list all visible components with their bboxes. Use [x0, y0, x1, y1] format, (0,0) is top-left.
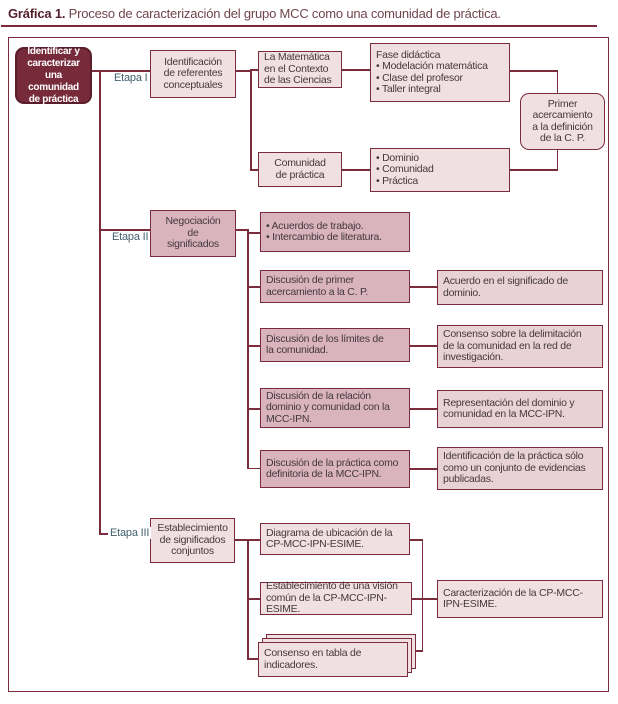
stage-label-etapa-1: Etapa I: [112, 72, 150, 84]
connector-line: [410, 539, 423, 541]
figure-label: Gráfica 1.: [8, 6, 66, 21]
connector-line: [510, 70, 558, 72]
node-dominio-comunidad-practica: • Dominio • Comunidad • Práctica: [370, 148, 510, 192]
node-consenso-tabla: Consenso en tabla de indicadores.: [258, 642, 408, 677]
connector-line: [247, 286, 260, 288]
connector-line: [250, 169, 258, 171]
node-caracterizacion-cp: Caracterización de la CP-MCC- IPN-ESIME.: [437, 580, 603, 618]
node-comunidad-practica: Comunidad de práctica: [258, 152, 342, 187]
connector-line: [342, 169, 370, 171]
connector-line: [412, 598, 437, 600]
connector-line: [235, 539, 247, 541]
connector-line: [99, 229, 150, 231]
node-matematica-contexto: La Matemática en el Contexto de las Cien…: [258, 51, 342, 88]
connector-line: [410, 345, 437, 347]
connector-line: [247, 408, 260, 410]
node-diagrama-ubicacion: Diagrama de ubicación de la CP-MCC-IPN-E…: [260, 523, 410, 555]
title-rule: [1, 25, 597, 27]
node-identificacion-referentes: Identificación de referentes conceptuale…: [150, 50, 236, 98]
node-identificacion-practica: Identificación de la práctica sólo como …: [437, 447, 603, 490]
stage-label-etapa-2: Etapa II: [110, 231, 151, 243]
connector-line: [421, 539, 423, 651]
node-discusion-primer-acercamiento: Discusión de primer acercamiento a la C.…: [260, 270, 410, 303]
connector-line: [250, 69, 258, 71]
node-identificar-caracterizar: Identificar y caracterizar una comunidad…: [15, 46, 92, 105]
node-discusion-practica: Discusión de la práctica como definitori…: [260, 450, 410, 488]
connector-line: [250, 69, 252, 170]
connector-line: [410, 408, 437, 410]
node-negociacion-significados: Negociación de significados: [150, 210, 236, 257]
connector-line: [247, 229, 249, 469]
connector-line: [99, 70, 101, 533]
connector-line: [247, 598, 260, 600]
node-discusion-limites: Discusión de los límites de la comunidad…: [260, 328, 410, 362]
connector-line: [416, 650, 423, 652]
connector-line: [410, 286, 437, 288]
node-acuerdo-significado-dominio: Acuerdo en el significado de dominio.: [437, 270, 603, 305]
node-establecimiento-vision: Establecimiento de una visión común de l…: [260, 581, 412, 615]
node-primer-acercamiento: Primer acercamiento a la definición de l…: [520, 93, 605, 150]
node-consenso-delimitacion: Consenso sobre la delimitación de la com…: [437, 325, 603, 368]
diagram-frame: [8, 37, 609, 692]
connector-line: [247, 232, 260, 234]
node-discusion-relacion-dominio: Discusión de la relación dominio y comun…: [260, 388, 410, 428]
connector-line: [236, 70, 250, 72]
connector-line: [510, 169, 558, 171]
connector-line: [410, 468, 437, 470]
stage-label-etapa-3: Etapa III: [108, 527, 152, 539]
connector-line: [342, 69, 370, 71]
node-acuerdos-intercambio: • Acuerdos de trabajo. • Intercambio de …: [260, 212, 410, 252]
connector-line: [556, 150, 558, 171]
connector-line: [247, 539, 260, 541]
connector-line: [236, 229, 247, 231]
connector-line: [556, 70, 558, 94]
node-representacion-dominio: Representación del dominio y comunidad e…: [437, 390, 603, 428]
connector-line: [247, 658, 258, 660]
figure-title: Gráfica 1. Proceso de caracterización de…: [8, 6, 501, 21]
figure-caption: Proceso de caracterización del grupo MCC…: [65, 6, 501, 21]
connector-line: [92, 70, 150, 72]
node-fase-didactica: Fase didáctica • Modelación matemática •…: [370, 43, 510, 102]
connector-line: [247, 467, 260, 469]
connector-line: [247, 345, 260, 347]
node-establecimiento-significados: Establecimiento de significados conjunto…: [150, 518, 235, 563]
